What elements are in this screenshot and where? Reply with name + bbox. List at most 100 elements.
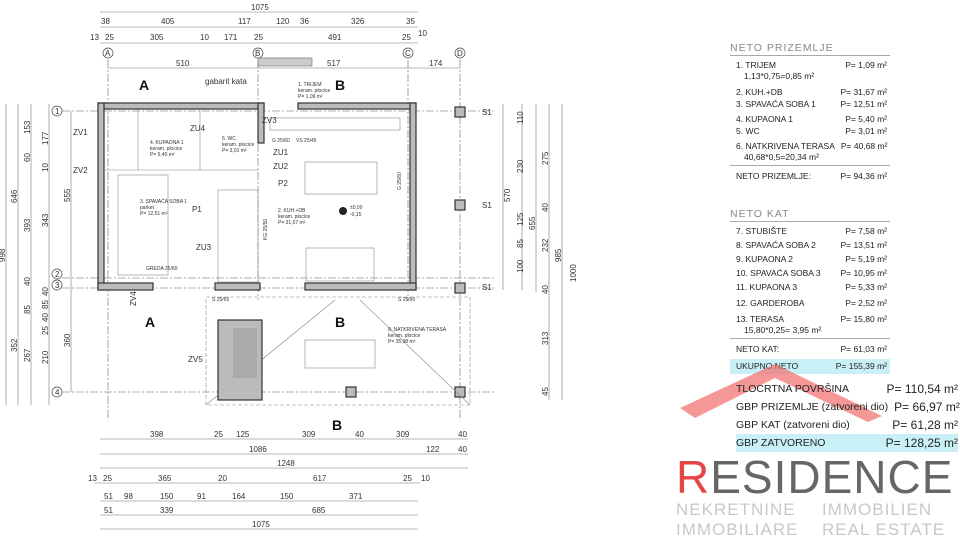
room-floor: keram. plocice: [278, 214, 310, 220]
dim: 405: [161, 17, 175, 26]
room-area: P= 12,51 m²: [140, 211, 168, 217]
dim: 13: [90, 33, 99, 42]
grid-axes: [62, 60, 495, 420]
total-value: P= 94,36 m²: [840, 171, 887, 181]
beam-label: S 25/65: [212, 297, 229, 303]
room-area: P= 35,98 m²: [388, 339, 416, 345]
row-value: P= 12,51 m²: [840, 99, 887, 109]
row-label: 8. SPAVAĆA SOBA 2: [736, 240, 816, 250]
tag: ZU4: [190, 124, 206, 133]
dim: 120: [276, 17, 290, 26]
row-value: P= 3,01 m²: [845, 126, 887, 136]
dim: 51: [104, 492, 113, 501]
left-dimensions: 998 646 352 153 60 393 40 85 267 177 10 …: [0, 104, 72, 405]
top-dimensions: 1075 38 405 117 120 36 326 35 13 25 305 …: [90, 3, 460, 69]
dim: 491: [328, 33, 342, 42]
totals-row: GBP PRIZEMLJE (zatvoreni dio)P= 66,97 m²: [736, 398, 960, 416]
dim: 100: [516, 259, 525, 273]
grid-bubbles: A B C D 1 2 3 4: [51, 47, 466, 398]
dim: 309: [396, 430, 410, 439]
dim: 275: [541, 151, 550, 165]
dim: 517: [327, 59, 341, 68]
totals-value: P= 66,97 m²: [894, 400, 960, 414]
beam-label: G 25/60: [272, 138, 290, 144]
room-area: P= 31,67 m²: [278, 220, 306, 226]
neto-kat-table: NETO KAT 7. STUBIŠTE P= 7,58 m² 8. SPAVAĆ…: [730, 208, 890, 374]
dim: 371: [349, 492, 363, 501]
walls: [97, 57, 466, 398]
tagline: IMMOBILIARE: [676, 520, 799, 539]
row-label: 7. STUBIŠTE: [736, 226, 788, 236]
row-label: 2. KUH.+DB: [736, 87, 783, 97]
row-label: 4. KUPAONA 1: [736, 114, 794, 124]
dim: 13: [88, 474, 97, 483]
grid-4: 4: [55, 388, 60, 397]
row-value: P= 40,68 m²: [840, 141, 888, 151]
table-title: NETO PRIZEMLJE: [730, 42, 890, 56]
residence-logo: RESIDENCE: [676, 454, 953, 500]
dim: 174: [429, 59, 443, 68]
tag: S1: [482, 283, 492, 292]
room-area: P= 5,40 m²: [150, 152, 175, 158]
dim: 232: [541, 238, 550, 252]
room-name: 3. SPAVAĆA SOBA 1: [140, 198, 187, 205]
dim: 360: [63, 333, 72, 347]
total-label: NETO PRIZEMLJE:: [736, 171, 811, 181]
dim: 36: [300, 17, 309, 26]
totals-label: GBP ZATVORENO: [736, 437, 826, 449]
dim: 40: [23, 277, 32, 286]
dim: 305: [150, 33, 164, 42]
table-total: NETO KAT:P= 61,03 m²: [730, 338, 890, 355]
row-label: 10. SPAVAĆA SOBA 3: [736, 268, 821, 278]
table-row: 8. SPAVAĆA SOBA 2 P= 13,51 m²: [730, 239, 890, 251]
row-value: P= 7,58 m²: [845, 226, 887, 236]
dim: 398: [150, 430, 164, 439]
dim: 40: [458, 430, 467, 439]
dim: 38: [101, 17, 110, 26]
dim: 150: [160, 492, 174, 501]
totals-value: P= 110,54 m²: [886, 382, 958, 396]
tag: ZV4: [129, 291, 138, 306]
totals-value: P= 61,28 m²: [892, 418, 958, 432]
beam-label: VS 25/45: [296, 138, 317, 144]
room-name: 1. TRIJEM: [298, 82, 322, 88]
dim: 40: [458, 445, 467, 454]
dim: 1086: [249, 445, 267, 454]
element-tags: ZV1 ZV2 ZV3 ZV4 ZU4 ZV5 ZU1 ZU2 ZU3 P1 P…: [73, 108, 492, 364]
dim: 40: [541, 203, 550, 212]
dim: 230: [516, 159, 525, 173]
tagline: REAL ESTATE: [822, 520, 946, 539]
row-value: P= 2,52 m²: [845, 298, 887, 308]
table-title: NETO KAT: [730, 208, 890, 222]
dim: 85: [41, 300, 50, 309]
room-floor: parket: [140, 205, 155, 211]
dim: 393: [23, 218, 32, 232]
dim: 646: [10, 189, 19, 203]
tag: ZV2: [73, 166, 88, 175]
grid-c: C: [405, 49, 411, 58]
dim: 655: [528, 216, 537, 230]
gabarit-label: gabarit kata: [205, 77, 247, 86]
tag: ZU3: [196, 243, 212, 252]
dim: 10: [421, 474, 430, 483]
tag: P1: [192, 205, 202, 214]
row-sub: 40,68*0,5=20,34 m²: [744, 152, 819, 162]
beam-label: GREDA 25/60: [146, 266, 178, 272]
grand-total-value: P= 155,39 m²: [835, 361, 887, 371]
row-value: P= 5,33 m²: [845, 282, 887, 292]
dim: 85: [23, 305, 32, 314]
level-mark: -0,15: [350, 212, 362, 218]
row-value: P= 13,51 m²: [840, 240, 887, 250]
tag: ZV1: [73, 128, 88, 137]
dim: 117: [238, 17, 251, 26]
totals-label: GBP KAT (zatvoreni dio): [736, 419, 850, 431]
dim: 985: [554, 248, 563, 262]
row-sub: 1,13*0,75=0,85 m²: [744, 71, 815, 81]
dim: 122: [426, 445, 440, 454]
row-value: P= 1,09 m²: [845, 60, 887, 70]
